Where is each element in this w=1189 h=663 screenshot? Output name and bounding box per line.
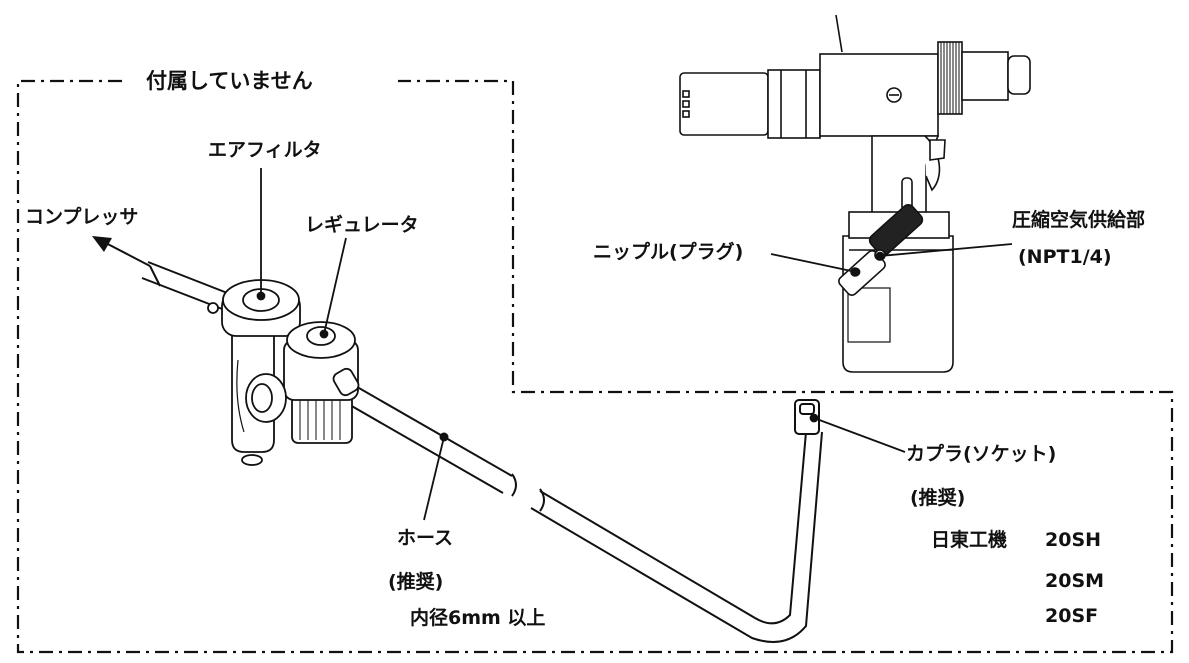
regulator xyxy=(245,321,360,444)
nipple-label: ニップル(プラグ) xyxy=(593,241,744,263)
not-included-label: 付属していません xyxy=(146,69,313,93)
hose xyxy=(335,379,823,643)
not-included-boundary xyxy=(16,79,1174,654)
compressor-label: コンプレッサ xyxy=(25,206,139,228)
npt-label: (NPT1/4) xyxy=(1018,246,1112,268)
air-filter-label: エアフィルタ xyxy=(208,139,322,161)
compressor-pipe xyxy=(141,261,236,313)
hose-label: ホース xyxy=(397,527,454,549)
rivet-tool xyxy=(679,14,1031,373)
model-20sh-label: 20SH xyxy=(1045,529,1102,551)
regulator-label: レギュレータ xyxy=(305,214,419,236)
model-20sm-label: 20SM xyxy=(1045,570,1105,592)
hose-recommended-label: (推奨) xyxy=(388,571,444,593)
coupler-label: カプラ(ソケット) xyxy=(906,443,1057,465)
air-supply-label: 圧縮空気供給部 xyxy=(1012,209,1146,231)
maker-label: 日東工機 xyxy=(931,529,1008,551)
hose-spec-label: 内径6mm 以上 xyxy=(410,607,546,629)
model-20sf-label: 20SF xyxy=(1045,605,1099,627)
compressor-arrow xyxy=(92,236,151,267)
leader-lines xyxy=(256,168,1013,521)
coupler-recommended-label: (推奨) xyxy=(910,487,966,509)
